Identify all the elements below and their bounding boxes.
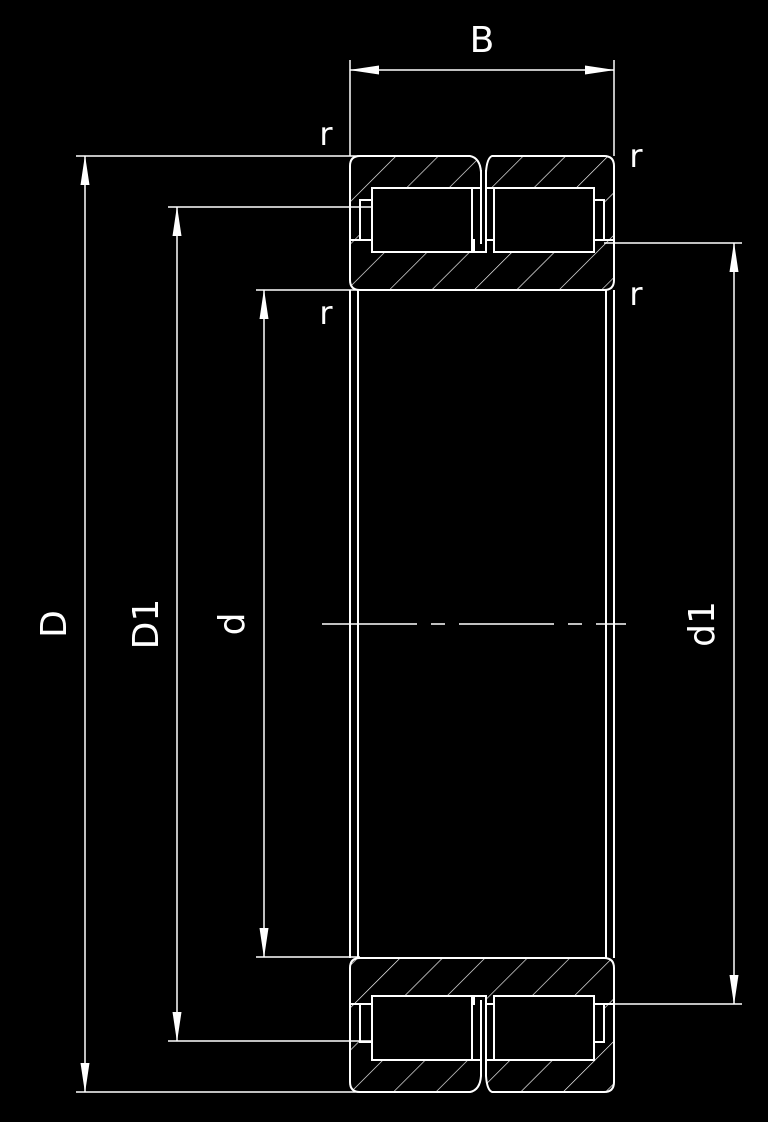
roller-left-bottom — [371, 995, 473, 1061]
dimension-lines — [80, 65, 739, 1093]
extension-lines — [76, 60, 742, 1093]
label-r-top-right: r — [629, 137, 643, 175]
outer-ring-right-top — [485, 155, 615, 241]
bearing-top-section — [349, 155, 615, 291]
label-r-top-left: r — [319, 115, 333, 153]
label-r-mid-left: r — [319, 294, 333, 332]
label-r-mid-right: r — [629, 275, 643, 313]
inner-ring-bottom — [349, 957, 615, 1005]
roller-right-bottom — [493, 995, 595, 1061]
roller-right-top — [493, 187, 595, 253]
bearing-bottom-section — [349, 957, 615, 1093]
label-D: D — [34, 610, 75, 638]
label-d: d — [212, 613, 253, 636]
label-D1: D1 — [126, 599, 167, 650]
roller-left-top — [371, 187, 473, 253]
label-d1: d1 — [682, 601, 723, 647]
label-B: B — [470, 20, 495, 61]
